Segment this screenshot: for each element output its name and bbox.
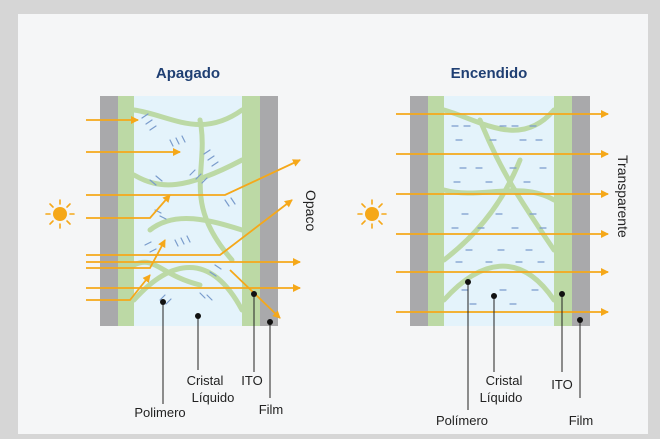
left-crystal-droplets — [141, 113, 236, 305]
right-liquid-crystal-layer — [444, 96, 554, 326]
right-film-outer-right — [572, 96, 590, 326]
left-state-label: Opaco — [303, 190, 319, 231]
right-crystal-droplets — [451, 125, 547, 305]
left-label-polymer: Polimero — [134, 405, 185, 420]
left-callout-dots — [160, 291, 273, 325]
right-polymer-network — [441, 107, 557, 303]
right-callout-dots — [465, 279, 583, 323]
left-callout-lines — [162, 294, 271, 404]
left-film-outer-right — [260, 96, 278, 326]
sun-icon — [357, 199, 387, 229]
right-label-ito: ITO — [551, 377, 572, 392]
left-label-film: Film — [259, 402, 284, 417]
left-film-outer-left — [100, 96, 118, 326]
right-film-outer-left — [410, 96, 428, 326]
right-panel-title: Encendido — [451, 65, 528, 82]
sun-icon — [45, 199, 75, 229]
left-label-crystal-1: Cristal — [187, 373, 224, 388]
right-label-crystal-2: Líquido — [480, 390, 523, 405]
right-light-rays — [396, 110, 609, 316]
left-ito-right — [242, 96, 260, 326]
right-label-crystal-1: Cristal — [486, 373, 523, 388]
right-state-label: Transparente — [615, 155, 631, 238]
right-label-polymer: Polímero — [436, 413, 488, 428]
left-label-ito: ITO — [241, 373, 262, 388]
right-ito-left — [428, 96, 444, 326]
right-label-film: Film — [569, 413, 594, 428]
right-panel-on: Encendido — [357, 65, 631, 428]
left-panel-title: Apagado — [156, 65, 220, 82]
left-label-crystal-2: Líquido — [192, 390, 235, 405]
left-light-rays — [86, 116, 301, 319]
left-panel-off: Apagado — [45, 65, 319, 420]
right-callout-lines — [467, 282, 581, 410]
left-ito-left — [118, 96, 134, 326]
